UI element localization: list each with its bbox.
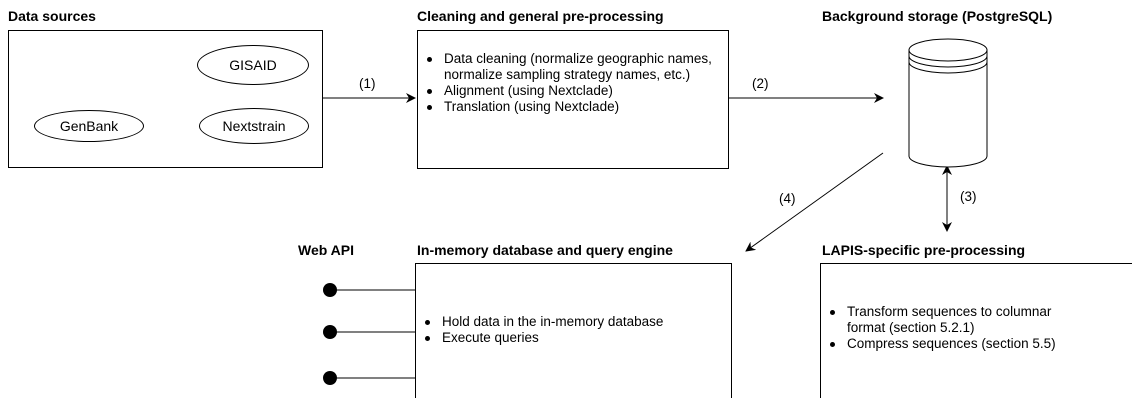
in-memory-item: Hold data in the in-memory database: [425, 314, 731, 330]
nextstrain-node: Nextstrain: [199, 108, 309, 144]
data-sources-title: Data sources: [8, 8, 96, 24]
in-memory-box: Hold data in the in-memory database Exec…: [415, 263, 732, 398]
cleaning-title: Cleaning and general pre-processing: [417, 8, 664, 24]
api-endpoint: [323, 325, 337, 339]
cleaning-item: Alignment (using Nextclade): [427, 83, 728, 99]
genbank-node: GenBank: [34, 110, 144, 142]
edge-storage-inmemory: [745, 152, 884, 252]
edge-label-3: (3): [960, 189, 977, 204]
in-memory-item: Execute queries: [425, 330, 731, 346]
gisaid-node: GISAID: [197, 45, 309, 85]
in-memory-list: Hold data in the in-memory database Exec…: [416, 314, 731, 346]
cleaning-item: Translation (using Nextclade): [427, 99, 728, 115]
in-memory-title: In-memory database and query engine: [417, 242, 673, 258]
lapis-item: Transform sequences to columnar format (…: [830, 304, 1089, 336]
edge-label-1: (1): [359, 76, 376, 91]
database-cylinder-icon: [908, 38, 988, 168]
lapis-item: Compress sequences (section 5.5): [830, 336, 1089, 352]
web-api-title: Web API: [298, 242, 355, 258]
edge-label-2: (2): [752, 76, 769, 91]
lapis-list: Transform sequences to columnar format (…: [821, 304, 1089, 352]
storage-title: Background storage (PostgreSQL): [822, 8, 1053, 24]
lapis-title: LAPIS-specific pre-processing: [822, 242, 1026, 258]
lapis-box: Transform sequences to columnar format (…: [820, 263, 1132, 398]
api-endpoint: [323, 283, 337, 297]
api-endpoint: [323, 371, 337, 385]
cleaning-list: Data cleaning (normalize geographic name…: [418, 51, 728, 115]
cleaning-item: Data cleaning (normalize geographic name…: [427, 51, 728, 83]
cleaning-box: Data cleaning (normalize geographic name…: [417, 30, 729, 169]
edge-label-4: (4): [779, 191, 796, 206]
